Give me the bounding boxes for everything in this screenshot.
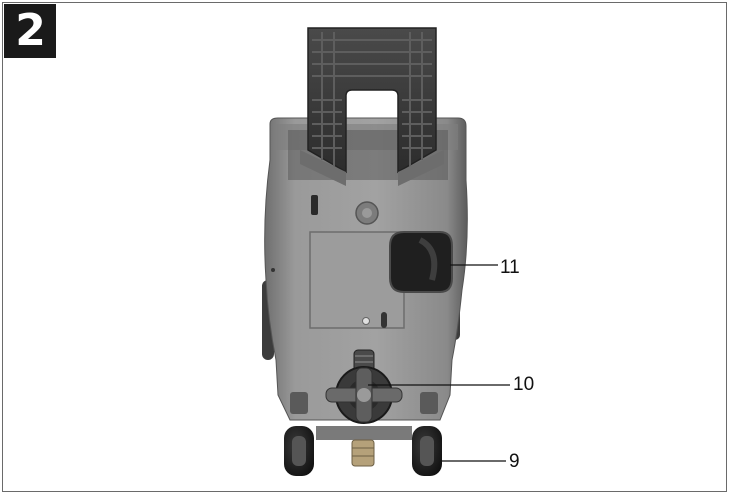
hose-storage-opening xyxy=(389,231,453,293)
callout-label-10: 10 xyxy=(513,374,535,395)
figure-number-badge: 2 xyxy=(4,4,56,58)
water-inlet-connector xyxy=(351,439,375,467)
callout-label-11: 11 xyxy=(500,257,520,278)
wheel xyxy=(284,426,442,476)
hose-connector-reel xyxy=(325,349,403,424)
figure-number: 2 xyxy=(15,5,46,56)
lower-brackets xyxy=(290,392,438,440)
callout-label-9: 9 xyxy=(509,451,520,472)
callout-leader-lines xyxy=(368,264,510,462)
telescopic-handle xyxy=(300,27,444,186)
